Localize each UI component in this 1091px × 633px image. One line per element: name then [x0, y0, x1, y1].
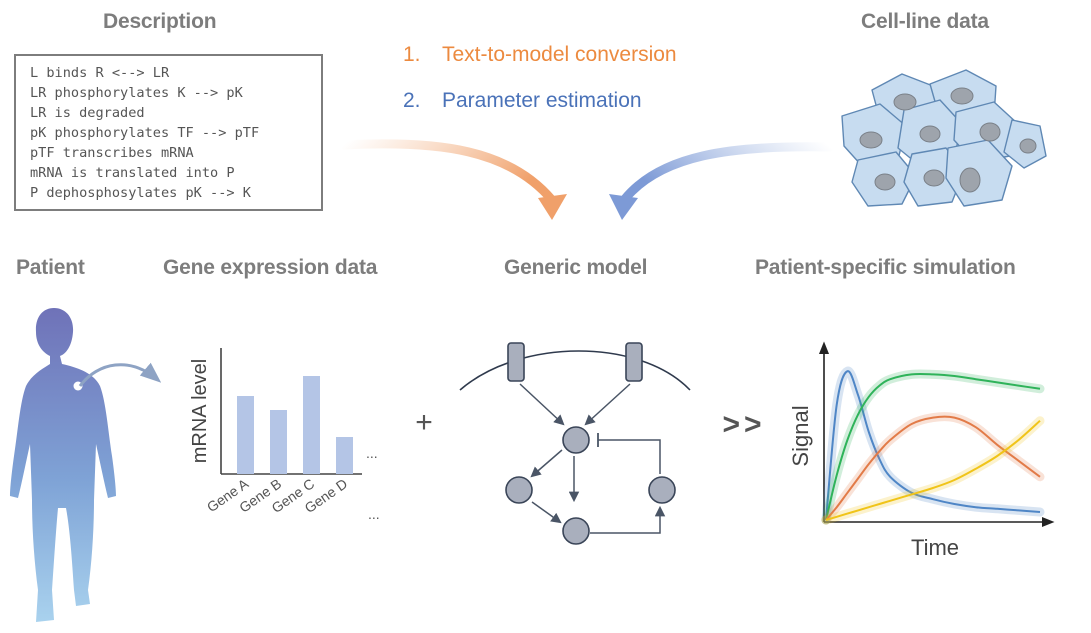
- gene-y-axis-label: mRNA level: [189, 359, 211, 463]
- cell-nucleus: [859, 131, 883, 149]
- gene-expression-heading: Gene expression data: [163, 256, 378, 279]
- description-box: L binds R <--> LR LR phosphorylates K --…: [14, 54, 323, 211]
- gene-bar: [237, 396, 254, 474]
- simulation-chart: Signal Time: [788, 341, 1055, 560]
- network-node: [505, 476, 533, 504]
- series-line: [825, 372, 1041, 521]
- series-line: [825, 420, 1041, 521]
- arrow-operator: >>: [722, 408, 765, 441]
- description-line: LR is degraded: [30, 105, 145, 121]
- series-line: [825, 415, 1041, 521]
- cell-nucleus: [893, 93, 917, 111]
- receptor-left: [507, 342, 525, 382]
- description-line: L binds R <--> LR: [30, 65, 170, 81]
- cell-nucleus: [950, 87, 974, 105]
- network-node: [562, 517, 590, 545]
- network-node: [562, 426, 590, 454]
- cell-nucleus: [979, 122, 1001, 142]
- step-label: Parameter estimation: [442, 89, 642, 112]
- cell-membrane: [459, 350, 691, 391]
- series-band: [821, 412, 1045, 525]
- gene-bar: [303, 376, 320, 474]
- gene-bar: [270, 410, 287, 474]
- step-label: Text-to-model conversion: [442, 43, 677, 66]
- step-text-to-model: 1. Text-to-model conversion: [403, 43, 677, 67]
- description-line: pTF transcribes mRNA: [30, 145, 194, 161]
- cell-nucleus: [1019, 138, 1037, 154]
- cell-line-heading: Cell-line data: [861, 10, 989, 33]
- gene-ellipsis-below: ...: [368, 506, 380, 522]
- patient-heading: Patient: [16, 256, 85, 279]
- parameter-estimation-arrow: [609, 142, 835, 220]
- description-line: pK phosphorylates TF --> pTF: [30, 125, 260, 141]
- step-number: 1.: [403, 43, 421, 66]
- cell-nucleus: [874, 173, 896, 191]
- cell-nucleus: [959, 167, 981, 193]
- cell-nucleus: [923, 169, 945, 187]
- patient-figure: [10, 308, 162, 622]
- receptor-right: [625, 342, 643, 382]
- gene-ellipsis-right: ...: [366, 445, 378, 461]
- plus-operator: +: [415, 406, 433, 439]
- description-line: P dephosphosylates pK --> K: [30, 185, 251, 201]
- sample-link-arrow: [78, 362, 162, 387]
- step-number: 2.: [403, 89, 421, 112]
- generic-model-heading: Generic model: [504, 256, 648, 279]
- cell-nucleus: [919, 125, 941, 143]
- network-node: [648, 476, 676, 504]
- description-line: LR phosphorylates K --> pK: [30, 85, 243, 101]
- description-line: mRNA is translated into P: [30, 165, 235, 181]
- text-to-model-arrow: [340, 139, 567, 220]
- description-heading: Description: [103, 10, 217, 33]
- generic-model-network: [459, 342, 691, 545]
- patient-simulation-heading: Patient-specific simulation: [755, 256, 1016, 279]
- sim-x-axis-label: Time: [911, 535, 959, 560]
- cell-line-illustration: [841, 69, 1047, 207]
- sim-y-axis-label: Signal: [788, 405, 813, 466]
- series-line: [825, 370, 1041, 521]
- gene-bar: [336, 437, 353, 474]
- step-parameter-estimation: 2. Parameter estimation: [403, 89, 642, 113]
